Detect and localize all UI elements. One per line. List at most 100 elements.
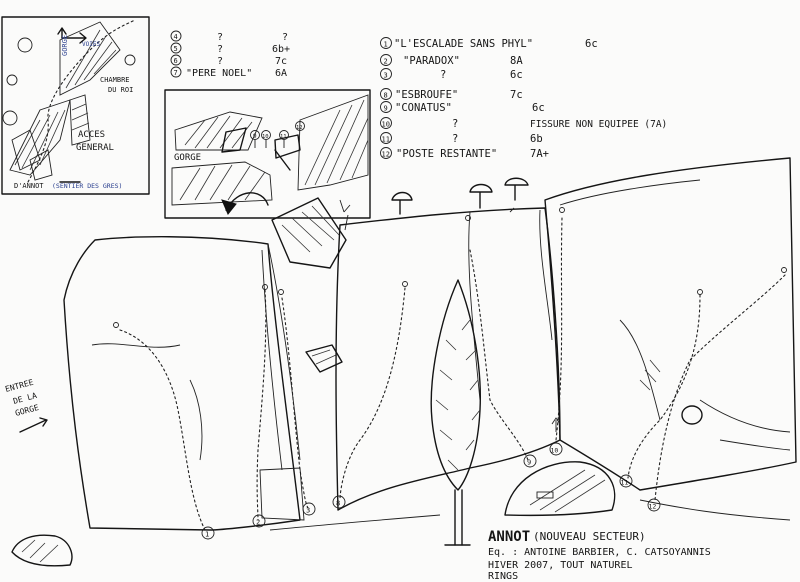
route-name: ? bbox=[217, 44, 223, 55]
boulder-icon bbox=[17, 37, 33, 53]
route-grade: 6c bbox=[585, 38, 598, 50]
route-row: 7 "PERE NOEL" 6A bbox=[170, 66, 287, 79]
route-number: 1 bbox=[384, 41, 388, 49]
belay-icon bbox=[262, 284, 268, 290]
foot-boulder bbox=[504, 461, 616, 517]
marker-number: 9 bbox=[253, 133, 257, 140]
route-number: 2 bbox=[384, 58, 388, 66]
route-marker-number: 10 bbox=[551, 447, 559, 455]
belay-icon bbox=[781, 267, 787, 273]
route-row: 12 "POSTE RESTANTE" 7A+ bbox=[380, 147, 549, 160]
route-name: "L'ESCALADE SANS PHYL" bbox=[394, 38, 533, 50]
route-grade: 6A bbox=[275, 68, 287, 79]
bush-icon bbox=[391, 191, 413, 215]
credits-line-2: HIVER 2007, TOUT NATUREL bbox=[488, 560, 633, 571]
rock-block-middle bbox=[335, 207, 561, 511]
inset-detail-gorge-label: GORGE bbox=[174, 153, 201, 163]
entry-label-line: GORGE bbox=[14, 403, 40, 418]
route-number: 11 bbox=[382, 136, 390, 144]
belay-icon bbox=[278, 289, 284, 295]
bush-icon-group bbox=[391, 177, 529, 215]
route-grade: 6b bbox=[530, 133, 543, 145]
arrow-icon bbox=[61, 32, 87, 44]
belay-markers bbox=[113, 207, 787, 432]
route-marker-number: 9 bbox=[527, 459, 531, 467]
route-number: 9 bbox=[384, 105, 388, 113]
boulder-icon bbox=[6, 74, 18, 86]
inset-path-label: (SENTIER DES GRES) bbox=[52, 182, 122, 190]
inset-gorge-label: GORGE bbox=[61, 35, 69, 56]
credits-block: ANNOT (NOUVEAU SECTEUR) Eq. : ANTOINE BA… bbox=[488, 529, 711, 582]
route-number: 6 bbox=[174, 57, 178, 65]
route-name: "CONATUS" bbox=[395, 102, 452, 114]
route-grade: 7A+ bbox=[530, 148, 549, 160]
belay-icon bbox=[697, 289, 703, 295]
route-name: "PERE NOEL" bbox=[186, 68, 252, 79]
route-grade: 7c bbox=[275, 56, 287, 67]
marker-number: 12 bbox=[296, 125, 303, 131]
route-grade: 6c bbox=[510, 69, 523, 81]
arrow-icon bbox=[57, 27, 67, 39]
route-row: 8 "ESBROUFE" 7c bbox=[380, 88, 523, 101]
route-number: 12 bbox=[382, 151, 390, 159]
route-marker-number: 1 bbox=[205, 531, 209, 539]
boulder-icon bbox=[2, 110, 18, 126]
route-row: 4 ? ? bbox=[170, 30, 288, 43]
boulder-icon bbox=[681, 405, 703, 425]
route-number: 4 bbox=[174, 33, 178, 41]
route-row: 3 ? 6c bbox=[380, 68, 523, 81]
route-line bbox=[627, 294, 701, 479]
route-marker-number: 12 bbox=[649, 503, 657, 511]
chockstone bbox=[271, 197, 347, 269]
route-number: 7 bbox=[174, 69, 178, 77]
crag-subtitle: (NOUVEAU SECTEUR) bbox=[533, 530, 646, 543]
route-marker-number: 11 bbox=[621, 479, 629, 487]
route-line bbox=[339, 287, 406, 501]
inset-general-label: GENERAL bbox=[76, 143, 114, 153]
inset-voies-label: VOIES bbox=[82, 41, 100, 48]
route-row: 6 ? 7c bbox=[170, 54, 287, 67]
marker-number: 11 bbox=[280, 134, 287, 140]
route-marker-number: 3 bbox=[306, 507, 310, 515]
inset-acces-label: ACCES bbox=[78, 130, 105, 140]
route-name: ? bbox=[217, 32, 223, 43]
rock-block-right bbox=[544, 157, 797, 491]
inset-access-map: GORGE VOIES CHAMBRE DU ROI ACCES GENERAL… bbox=[1, 16, 150, 195]
credits-line-1: Eq. : ANTOINE BARBIER, C. CATSOYANNIS bbox=[488, 547, 711, 558]
rock-hatch-shape bbox=[9, 21, 121, 181]
arrow-icon bbox=[19, 417, 48, 433]
route-number: 5 bbox=[174, 45, 178, 53]
route-row: 9 "CONATUS" 6c bbox=[380, 101, 545, 114]
route-list-left: 4 ? ? 5 ? 6b+ 6 ? 7c 7 "PERE NOEL" 6A bbox=[170, 30, 290, 79]
bush-icon bbox=[504, 177, 529, 201]
approach-path bbox=[27, 19, 136, 183]
route-line bbox=[469, 249, 529, 461]
route-marker-number: 2 bbox=[256, 519, 260, 527]
inset-detail-view: GORGE 9 10 11 12 bbox=[164, 89, 371, 219]
inset-from-label: D'ANNOT bbox=[14, 182, 44, 190]
cliff-face bbox=[11, 157, 797, 567]
belay-icon bbox=[402, 281, 408, 287]
route-line bbox=[256, 289, 267, 521]
route-name: "ESBROUFE" bbox=[395, 89, 458, 101]
belay-icon bbox=[113, 322, 119, 328]
route-name: ? bbox=[217, 56, 223, 67]
route-number: 10 bbox=[382, 121, 390, 129]
boulder-icon bbox=[124, 54, 136, 66]
route-name: "PARADOX" bbox=[403, 55, 460, 67]
inset-chambre-label: CHAMBRE bbox=[100, 76, 130, 84]
route-line bbox=[555, 217, 563, 441]
cypress-tree-icon bbox=[430, 279, 481, 546]
boulder-icon bbox=[11, 534, 73, 567]
route-number: 3 bbox=[384, 72, 388, 80]
rock-block-left bbox=[63, 236, 301, 531]
route-start-markers: 1 2 3 8 9 10 11 12 bbox=[201, 442, 661, 540]
route-name: ? bbox=[440, 69, 446, 81]
inset-chambre-label-2: DU ROI bbox=[108, 86, 133, 94]
bush-icon bbox=[469, 183, 493, 209]
arrow-icon bbox=[551, 417, 561, 432]
belay-icon bbox=[559, 207, 565, 213]
credits-line-3: RINGS bbox=[488, 571, 518, 582]
